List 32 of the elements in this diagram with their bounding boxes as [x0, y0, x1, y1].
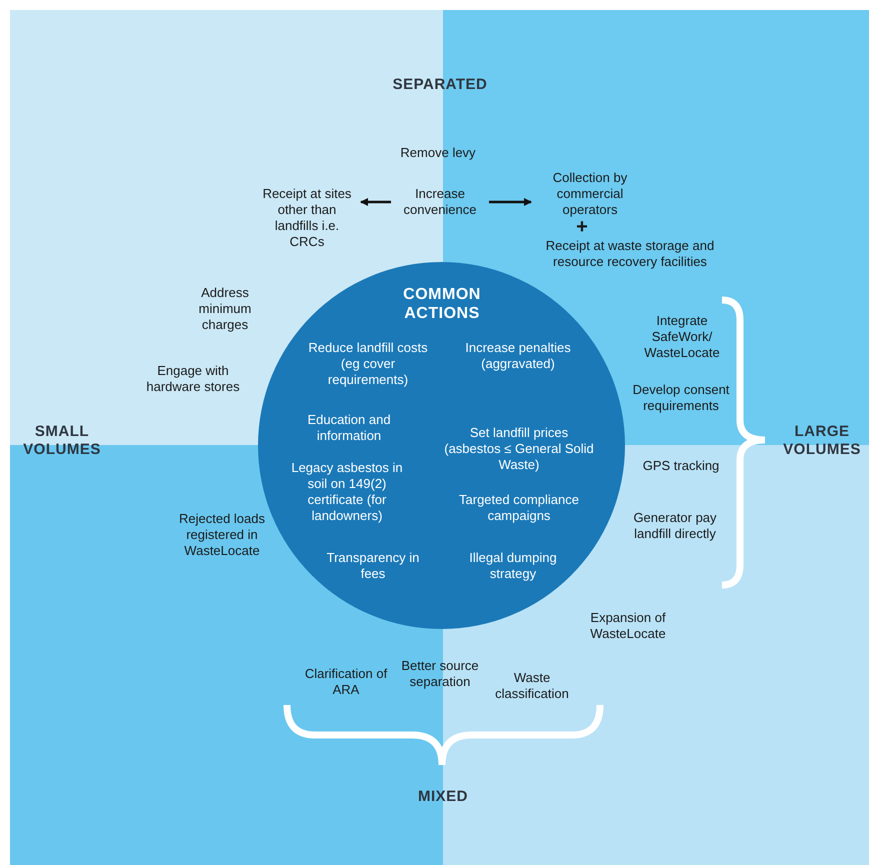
action-text: Targeted compliance campaigns — [458, 492, 580, 524]
action-text: Education and information — [306, 412, 392, 444]
action-label: Engage with hardware stores — [145, 363, 241, 395]
action-label: GPS tracking — [642, 458, 720, 474]
arrow — [360, 198, 391, 206]
arrow — [489, 198, 532, 206]
action-label: Generator pay landfill directly — [632, 510, 718, 542]
plus-sign: + — [576, 219, 588, 235]
action-label: Better source separation — [400, 658, 480, 690]
action-text: Reduce landfill costs (eg cover requirements) — [307, 340, 429, 388]
heading: COMMON ACTIONS — [402, 285, 482, 323]
action-label: Receipt at waste storage and resource recovery facilities — [544, 238, 716, 270]
action-label: Address minimum charges — [198, 285, 252, 333]
quadrant-title: LARGE VOLUMES — [782, 423, 862, 459]
quadrant-title: MIXED — [416, 788, 469, 806]
action-text: Legacy asbestos in soil on 149(2) certificate (for landowners) — [290, 460, 404, 524]
node-text: Receipt at sites other than landfills i.e. CRCs — [257, 186, 357, 250]
action-label: Rejected loads registered in WasteLocate — [178, 511, 266, 559]
quadrant-title: SMALL VOLUMES — [22, 423, 102, 459]
action-label: Clarification of ARA — [304, 666, 388, 698]
node-text: Increase convenience — [395, 186, 485, 218]
action-text: Increase penalties (aggravated) — [464, 340, 572, 372]
action-text: Transparency in fees — [326, 550, 420, 582]
action-label: Remove levy — [399, 145, 477, 161]
action-label: Expansion of WasteLocate — [589, 610, 667, 642]
action-label: Develop consent requirements — [632, 382, 730, 414]
action-label: Integrate SafeWork/ WasteLocate — [643, 313, 721, 361]
action-label: Waste classification — [494, 670, 570, 702]
action-text: Illegal dumping strategy — [468, 550, 558, 582]
node-text: Collection by commercial operators — [535, 170, 645, 218]
quadrant-title: SEPARATED — [392, 76, 488, 94]
action-text: Set landfill prices (asbestos ≤ General Solid Waste) — [444, 425, 594, 473]
